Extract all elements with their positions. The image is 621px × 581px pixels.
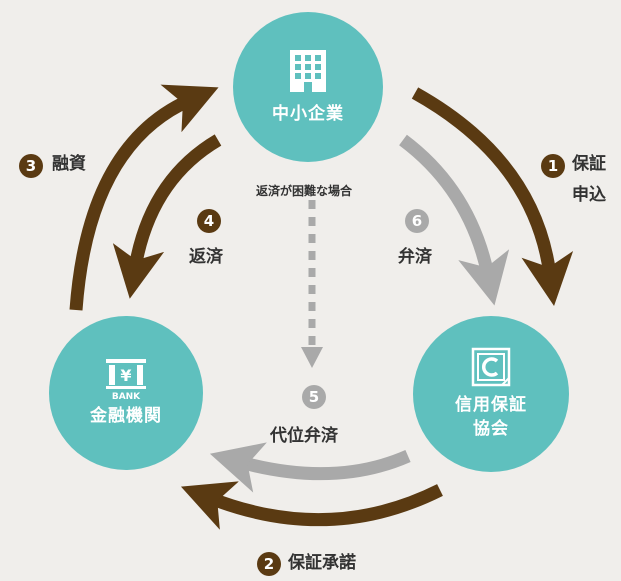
- arrow-1-guarantee-application: [411, 87, 574, 306]
- node-credit-guarantee-association: 信用保証 協会: [413, 316, 569, 472]
- svg-text:BANK: BANK: [112, 392, 141, 400]
- step-6-badge: 6: [405, 209, 429, 233]
- credit-guarantee-logo-icon: [471, 347, 511, 387]
- arrow-3-financing: [69, 84, 219, 311]
- node-label-financial-institution: 金融機関: [90, 406, 162, 426]
- step-4-label: 返済: [189, 247, 223, 267]
- step-4-badge: 4: [197, 209, 221, 233]
- step-1-label-line2: 申込: [572, 185, 606, 205]
- node-small-business: 中小企業: [233, 12, 383, 162]
- arrow-2-guarantee-approval: [180, 481, 443, 530]
- step-3-label: 融資: [52, 154, 86, 174]
- step-1-label-line1: 保証: [572, 154, 606, 174]
- step-5-badge: 5: [302, 385, 326, 409]
- step-5-label: 代位弁済: [270, 426, 338, 446]
- svg-text:¥: ¥: [120, 366, 131, 385]
- node-label-credit-guarantee-line2: 協会: [473, 419, 509, 439]
- dashed-arrow-head: [301, 347, 323, 368]
- arrow-4-repayment: [112, 134, 222, 299]
- step-6-label: 弁済: [398, 247, 432, 267]
- difficult-repayment-note: 返済が困難な場合: [256, 184, 353, 198]
- node-label-small-business: 中小企業: [272, 104, 344, 124]
- step-2-label: 保証承諾: [288, 553, 356, 573]
- step-3-badge: 3: [19, 154, 43, 178]
- office-building-icon: [290, 50, 326, 92]
- arrow-5-subrogation: [209, 442, 411, 493]
- arrow-6-repayment: [399, 134, 510, 306]
- node-label-credit-guarantee-line1: 信用保証: [455, 395, 527, 415]
- step-1-badge: 1: [541, 154, 565, 178]
- bank-icon: ¥ BANK: [106, 359, 146, 400]
- step-2-badge: 2: [257, 552, 281, 576]
- node-financial-institution: ¥ BANK 金融機関: [49, 316, 203, 470]
